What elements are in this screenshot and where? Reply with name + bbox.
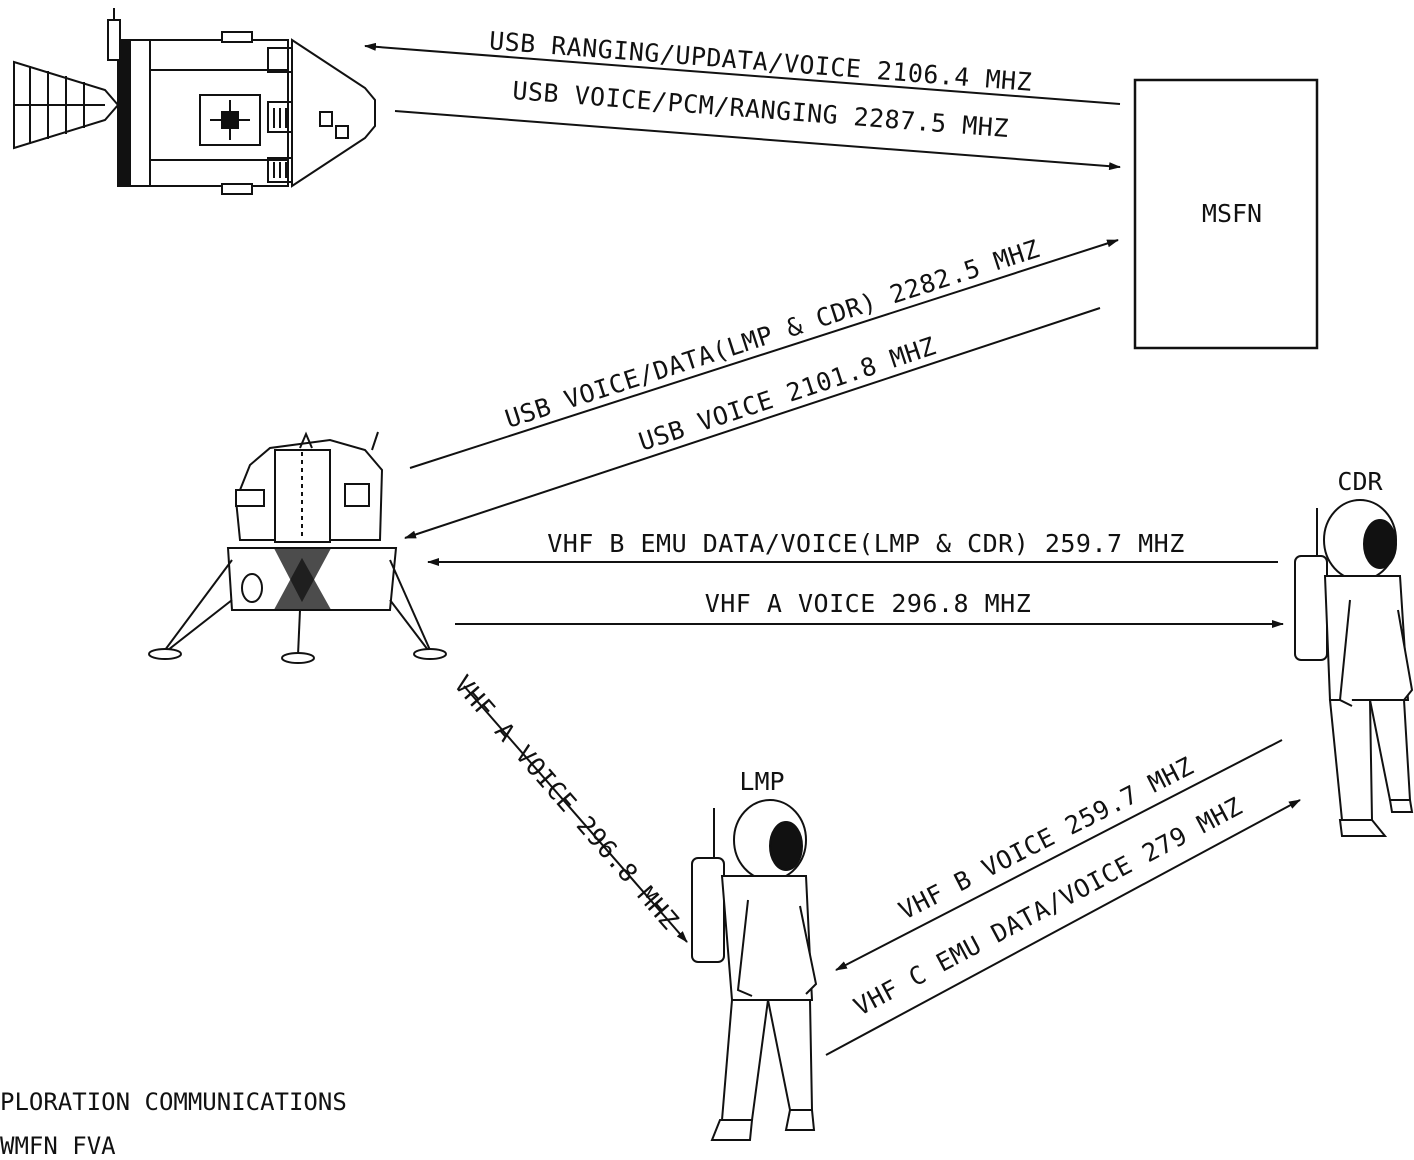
cdr-label: CDR: [1337, 467, 1383, 496]
link-lm-uplink-arrow: [404, 307, 1101, 539]
cdr-astronaut: [1294, 499, 1414, 837]
lmp-label: LMP: [739, 767, 784, 796]
msfn-label: MSFN: [1202, 199, 1262, 228]
msfn-station-box: [1133, 78, 1319, 350]
link-cdr-to-lmp-arrow: [835, 739, 1283, 971]
link-csm-uplink-arrow: [364, 42, 1121, 105]
caption-line-2: WMFN FVA: [0, 1132, 116, 1160]
caption-line-1: PLORATION COMMUNICATIONS: [0, 1088, 347, 1116]
command-service-module: [13, 8, 376, 195]
link-lm-to-cdr-label: VHF A VOICE 296.8 MHZ: [705, 589, 1032, 618]
link-lmp-to-cdr-arrow: [825, 799, 1301, 1056]
lunar-module: [148, 431, 447, 664]
link-cdr-to-lm-label: VHF B EMU DATA/VOICE(LMP & CDR) 259.7 MH…: [547, 529, 1185, 558]
lmp-astronaut: [691, 799, 818, 1141]
link-lm-downlink-arrow: [409, 239, 1119, 469]
link-lm-to-lmp-label: VHF A VOICE 296.8 MHZ: [448, 670, 684, 935]
link-lm-to-lmp-arrow: [463, 685, 688, 943]
link-csm-downlink-arrow: [394, 110, 1121, 171]
